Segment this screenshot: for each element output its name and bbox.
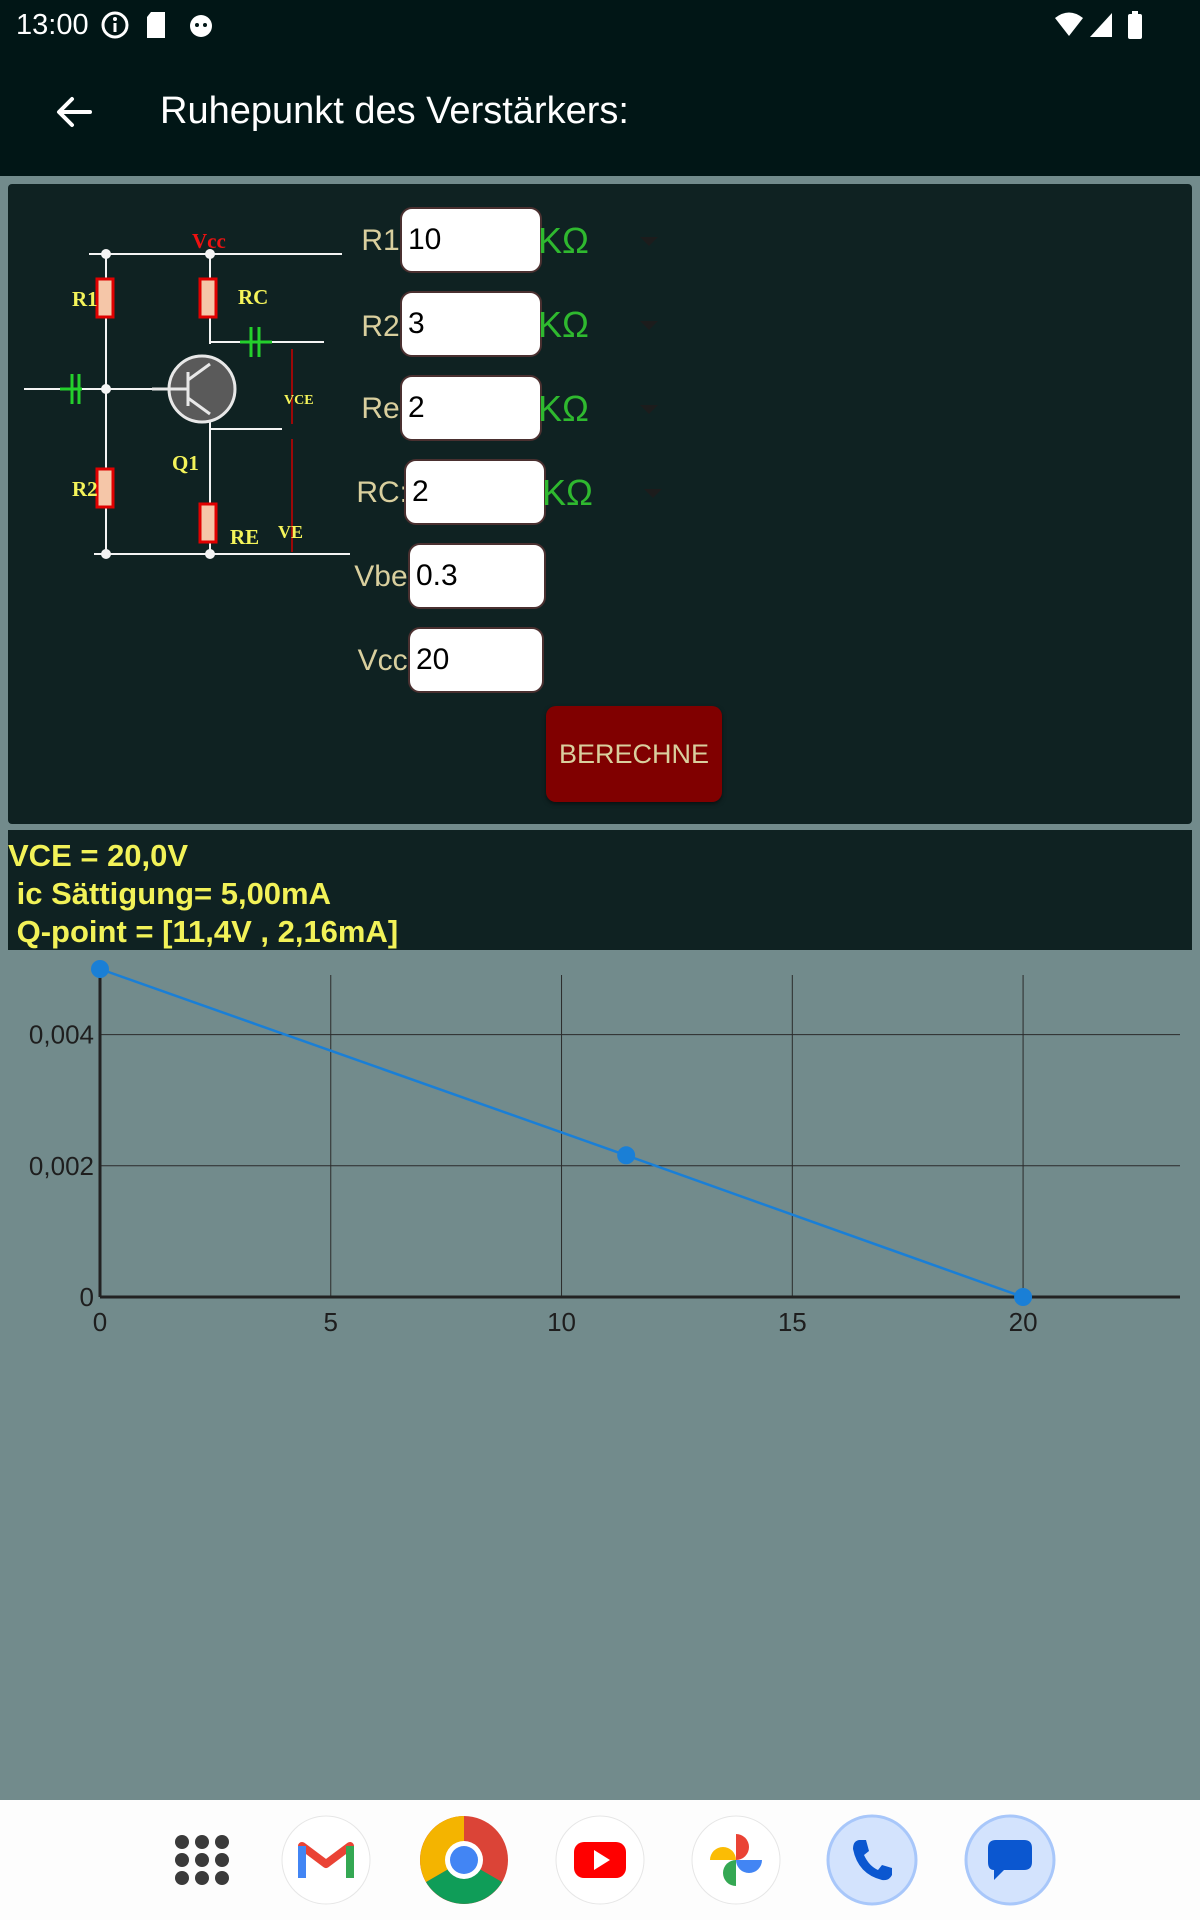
app-dock <box>0 1800 1200 1920</box>
photos-icon[interactable] <box>690 1814 782 1906</box>
load-line-chart: 0 5 10 15 20 0 0,002 0,004 <box>29 960 1180 1337</box>
status-bar: 13:00 <box>0 0 1200 50</box>
rc-label: RC <box>238 285 268 309</box>
back-arrow-icon[interactable] <box>48 87 98 137</box>
data-point <box>617 1146 636 1165</box>
calculate-button[interactable]: BERECHNE <box>546 706 722 802</box>
info-icon <box>101 11 129 39</box>
data-point <box>1014 1288 1033 1306</box>
r2-label: R2 <box>72 477 98 501</box>
signal-icon <box>1090 13 1112 37</box>
x-tick-label: 15 <box>778 1307 807 1337</box>
status-time: 13:00 <box>16 9 89 41</box>
r1-label: R1 <box>72 287 98 311</box>
vcc-label: Vcc <box>192 229 226 253</box>
re-field-label: Re: <box>361 392 408 425</box>
gmail-icon[interactable] <box>280 1814 372 1906</box>
app-bar: Ruhepunkt des Verstärkers: <box>0 50 1200 176</box>
y-tick-label: 0,002 <box>29 1151 94 1181</box>
rc-unit-dropdown[interactable] <box>644 489 662 498</box>
vce-label: VCE <box>284 393 314 408</box>
vcc-field-label: Vcc: <box>357 644 416 677</box>
youtube-icon[interactable] <box>554 1814 646 1906</box>
result-ic-saturation: ic Sättigung= 5,00mA <box>8 876 332 911</box>
q1-label: Q1 <box>172 451 199 475</box>
vbe-field-label: Vbe: <box>354 560 416 593</box>
r2-unit-dropdown[interactable] <box>640 321 658 330</box>
vcc-input[interactable]: 20 <box>408 627 544 693</box>
r1-field-label: R1: <box>361 224 408 257</box>
input-panel: Vcc R1 R2 RC RE Q1 VCE VE R1: 10 KΩ R2: … <box>8 184 1192 824</box>
y-tick-label: 0 <box>80 1282 94 1312</box>
r1-input[interactable]: 10 <box>400 207 542 273</box>
circuit-diagram: Vcc R1 R2 RC RE Q1 VCE VE <box>24 229 350 559</box>
re-input[interactable]: 2 <box>400 375 542 441</box>
battery-icon <box>1128 11 1142 39</box>
r1-unit-dropdown[interactable] <box>640 237 658 246</box>
x-tick-label: 20 <box>1009 1307 1038 1337</box>
phone-icon[interactable] <box>826 1814 918 1906</box>
re-label: RE <box>230 525 259 549</box>
rc-field-label: RC: <box>356 476 408 509</box>
y-tick-label: 0,004 <box>29 1020 94 1050</box>
app-drawer-icon[interactable] <box>156 1814 248 1906</box>
sd-card-icon <box>147 12 165 38</box>
rc-unit: KΩ <box>542 472 593 513</box>
page-title: Ruhepunkt des Verstärkers: <box>160 90 629 132</box>
messages-icon[interactable] <box>964 1814 1056 1906</box>
x-tick-label: 0 <box>93 1307 107 1337</box>
r2-unit: KΩ <box>538 304 589 345</box>
r1-unit: KΩ <box>538 220 589 261</box>
re-unit: KΩ <box>538 388 589 429</box>
x-tick-label: 5 <box>324 1307 338 1337</box>
re-unit-dropdown[interactable] <box>640 405 658 414</box>
rc-input[interactable]: 2 <box>404 459 546 525</box>
result-panel: VCE = 20,0V ic Sättigung= 5,00mA Q-point… <box>8 830 1192 950</box>
r2-field-label: R2: <box>361 310 408 343</box>
ve-label: VE <box>278 522 303 542</box>
vbe-input[interactable]: 0.3 <box>408 543 546 609</box>
data-point <box>91 960 109 978</box>
chrome-icon[interactable] <box>418 1814 510 1906</box>
result-q-point: Q-point = [11,4V , 2,16mA] <box>8 914 399 949</box>
r2-input[interactable]: 3 <box>400 291 542 357</box>
android-debug-icon <box>190 15 212 37</box>
x-tick-label: 10 <box>547 1307 576 1337</box>
wifi-icon <box>1055 12 1083 36</box>
result-vce: VCE = 20,0V <box>8 838 189 873</box>
